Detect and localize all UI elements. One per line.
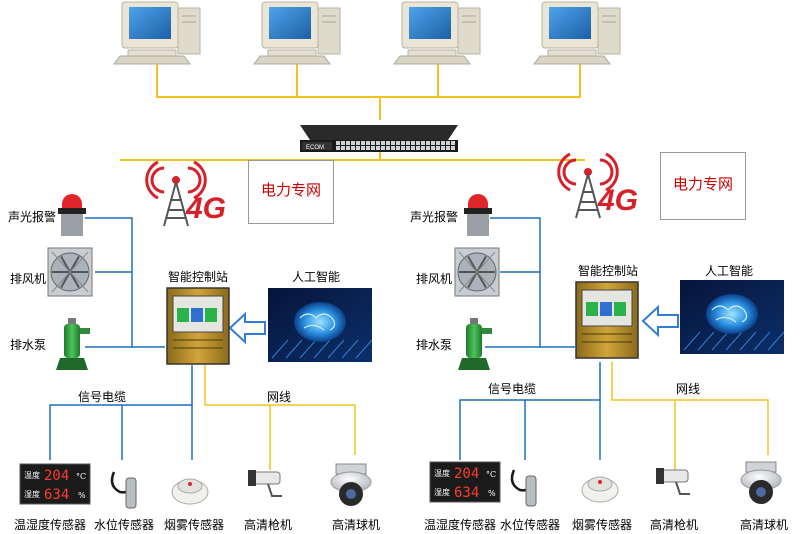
right-exhaust-fan-icon [454, 247, 500, 297]
left-sensor-label-2: 烟雾传感器 [164, 518, 225, 532]
computer-row [113, 1, 621, 65]
left-bullet-camera-icon [248, 470, 282, 497]
right-display-temp-tag: 温度 [434, 468, 450, 478]
right-alarm-light-icon [464, 194, 492, 236]
left-sensor-label-0: 温湿度传感器 [14, 518, 87, 532]
left-dome-camera-icon [330, 463, 372, 506]
cluster-right: 4G 温度 204 °C 湿度 634% [429, 152, 785, 507]
left-temp-humidity-display-icon: 温度 204 °C 湿度 634% [19, 463, 91, 505]
right-display-hum-unit: % [488, 489, 496, 498]
left-display-temp-value: 204 [44, 468, 69, 484]
right-smoke-detector-icon [581, 476, 619, 503]
right-station-label: 智能控制站 [578, 264, 639, 278]
left-alarm-label: 声光报警 [8, 210, 57, 224]
right-ai-label: 人工智能 [705, 264, 754, 278]
right-control-station-icon [575, 281, 639, 359]
right-display-temp-value: 204 [454, 466, 479, 482]
pc-2 [253, 1, 341, 65]
ai-arrow-left [228, 311, 266, 345]
right-sensor-label-0: 温湿度传感器 [424, 518, 497, 532]
left-display-hum-value: 634 [44, 487, 69, 503]
pc-1 [113, 1, 201, 65]
right-sensor-label-2: 烟雾传感器 [572, 518, 633, 532]
right-sensor-label-1: 水位传感器 [500, 518, 561, 532]
right-sensor-label-3: 高清枪机 [650, 518, 699, 532]
pc-4 [533, 1, 621, 65]
left-smoke-detector-icon [171, 478, 209, 505]
right-cluster-wires [459, 217, 769, 470]
right-pump-label: 排水泵 [416, 338, 453, 352]
left-signal-cable-label: 信号电缆 [78, 390, 127, 404]
pc-3 [393, 1, 481, 65]
network-switch: ECOM [300, 125, 458, 152]
left-ai-brain-icon [268, 288, 373, 362]
left-4g-tower-icon: 4G [145, 160, 226, 227]
left-alarm-light-icon [58, 194, 86, 236]
left-display-hum-tag: 湿度 [24, 489, 40, 499]
right-dome-camera-icon [740, 461, 782, 504]
right-signal-cable-label: 信号电缆 [488, 382, 537, 396]
right-4g-badge-text: 4G [597, 184, 638, 217]
right-display-temp-unit: °C [486, 470, 496, 479]
right-alarm-label: 声光报警 [410, 210, 459, 224]
right-temp-humidity-display-icon: 温度 204 °C 湿度 634% [429, 461, 501, 503]
left-sensor-label-3: 高清枪机 [244, 518, 293, 532]
left-exhaust-fan-icon [47, 247, 93, 297]
right-bullet-camera-icon [656, 468, 690, 495]
left-4g-badge-text: 4G [185, 192, 226, 225]
left-sensor-label-1: 水位传感器 [94, 518, 155, 532]
left-pump-label: 排水泵 [10, 338, 47, 352]
right-4g-tower-icon: 4G [557, 152, 638, 219]
right-sensor-label-4: 高清球机 [740, 518, 789, 532]
left-network-cable-label: 网线 [267, 390, 292, 404]
left-water-pump-icon [56, 318, 90, 370]
right-display-hum-tag: 湿度 [434, 487, 450, 497]
left-sensor-label-4: 高清球机 [332, 518, 381, 532]
left-fan-label: 排风机 [10, 272, 47, 286]
right-fan-label: 排风机 [416, 272, 453, 286]
left-water-level-sensor-icon [110, 471, 137, 509]
left-cluster-wires [49, 217, 356, 470]
right-water-pump-icon [458, 318, 492, 370]
left-station-label: 智能控制站 [168, 270, 229, 284]
cluster-left: 4G 温度 204 °C 湿度 634% [19, 160, 373, 509]
left-display-hum-unit: % [78, 491, 86, 500]
left-control-station-icon [166, 287, 230, 365]
left-display-temp-tag: 温度 [24, 470, 40, 480]
right-network-cable-label: 网线 [676, 382, 701, 396]
right-display-hum-value: 634 [454, 485, 479, 501]
left-network-label: 电力专网 [248, 160, 334, 224]
right-ai-brain-icon [680, 280, 785, 354]
ai-arrow-right [641, 304, 679, 338]
left-display-temp-unit: °C [76, 472, 86, 481]
right-water-level-sensor-icon [510, 469, 537, 507]
left-ai-label: 人工智能 [292, 270, 341, 284]
switch-brand: ECOM [306, 145, 324, 151]
right-network-label: 电力专网 [660, 152, 746, 220]
